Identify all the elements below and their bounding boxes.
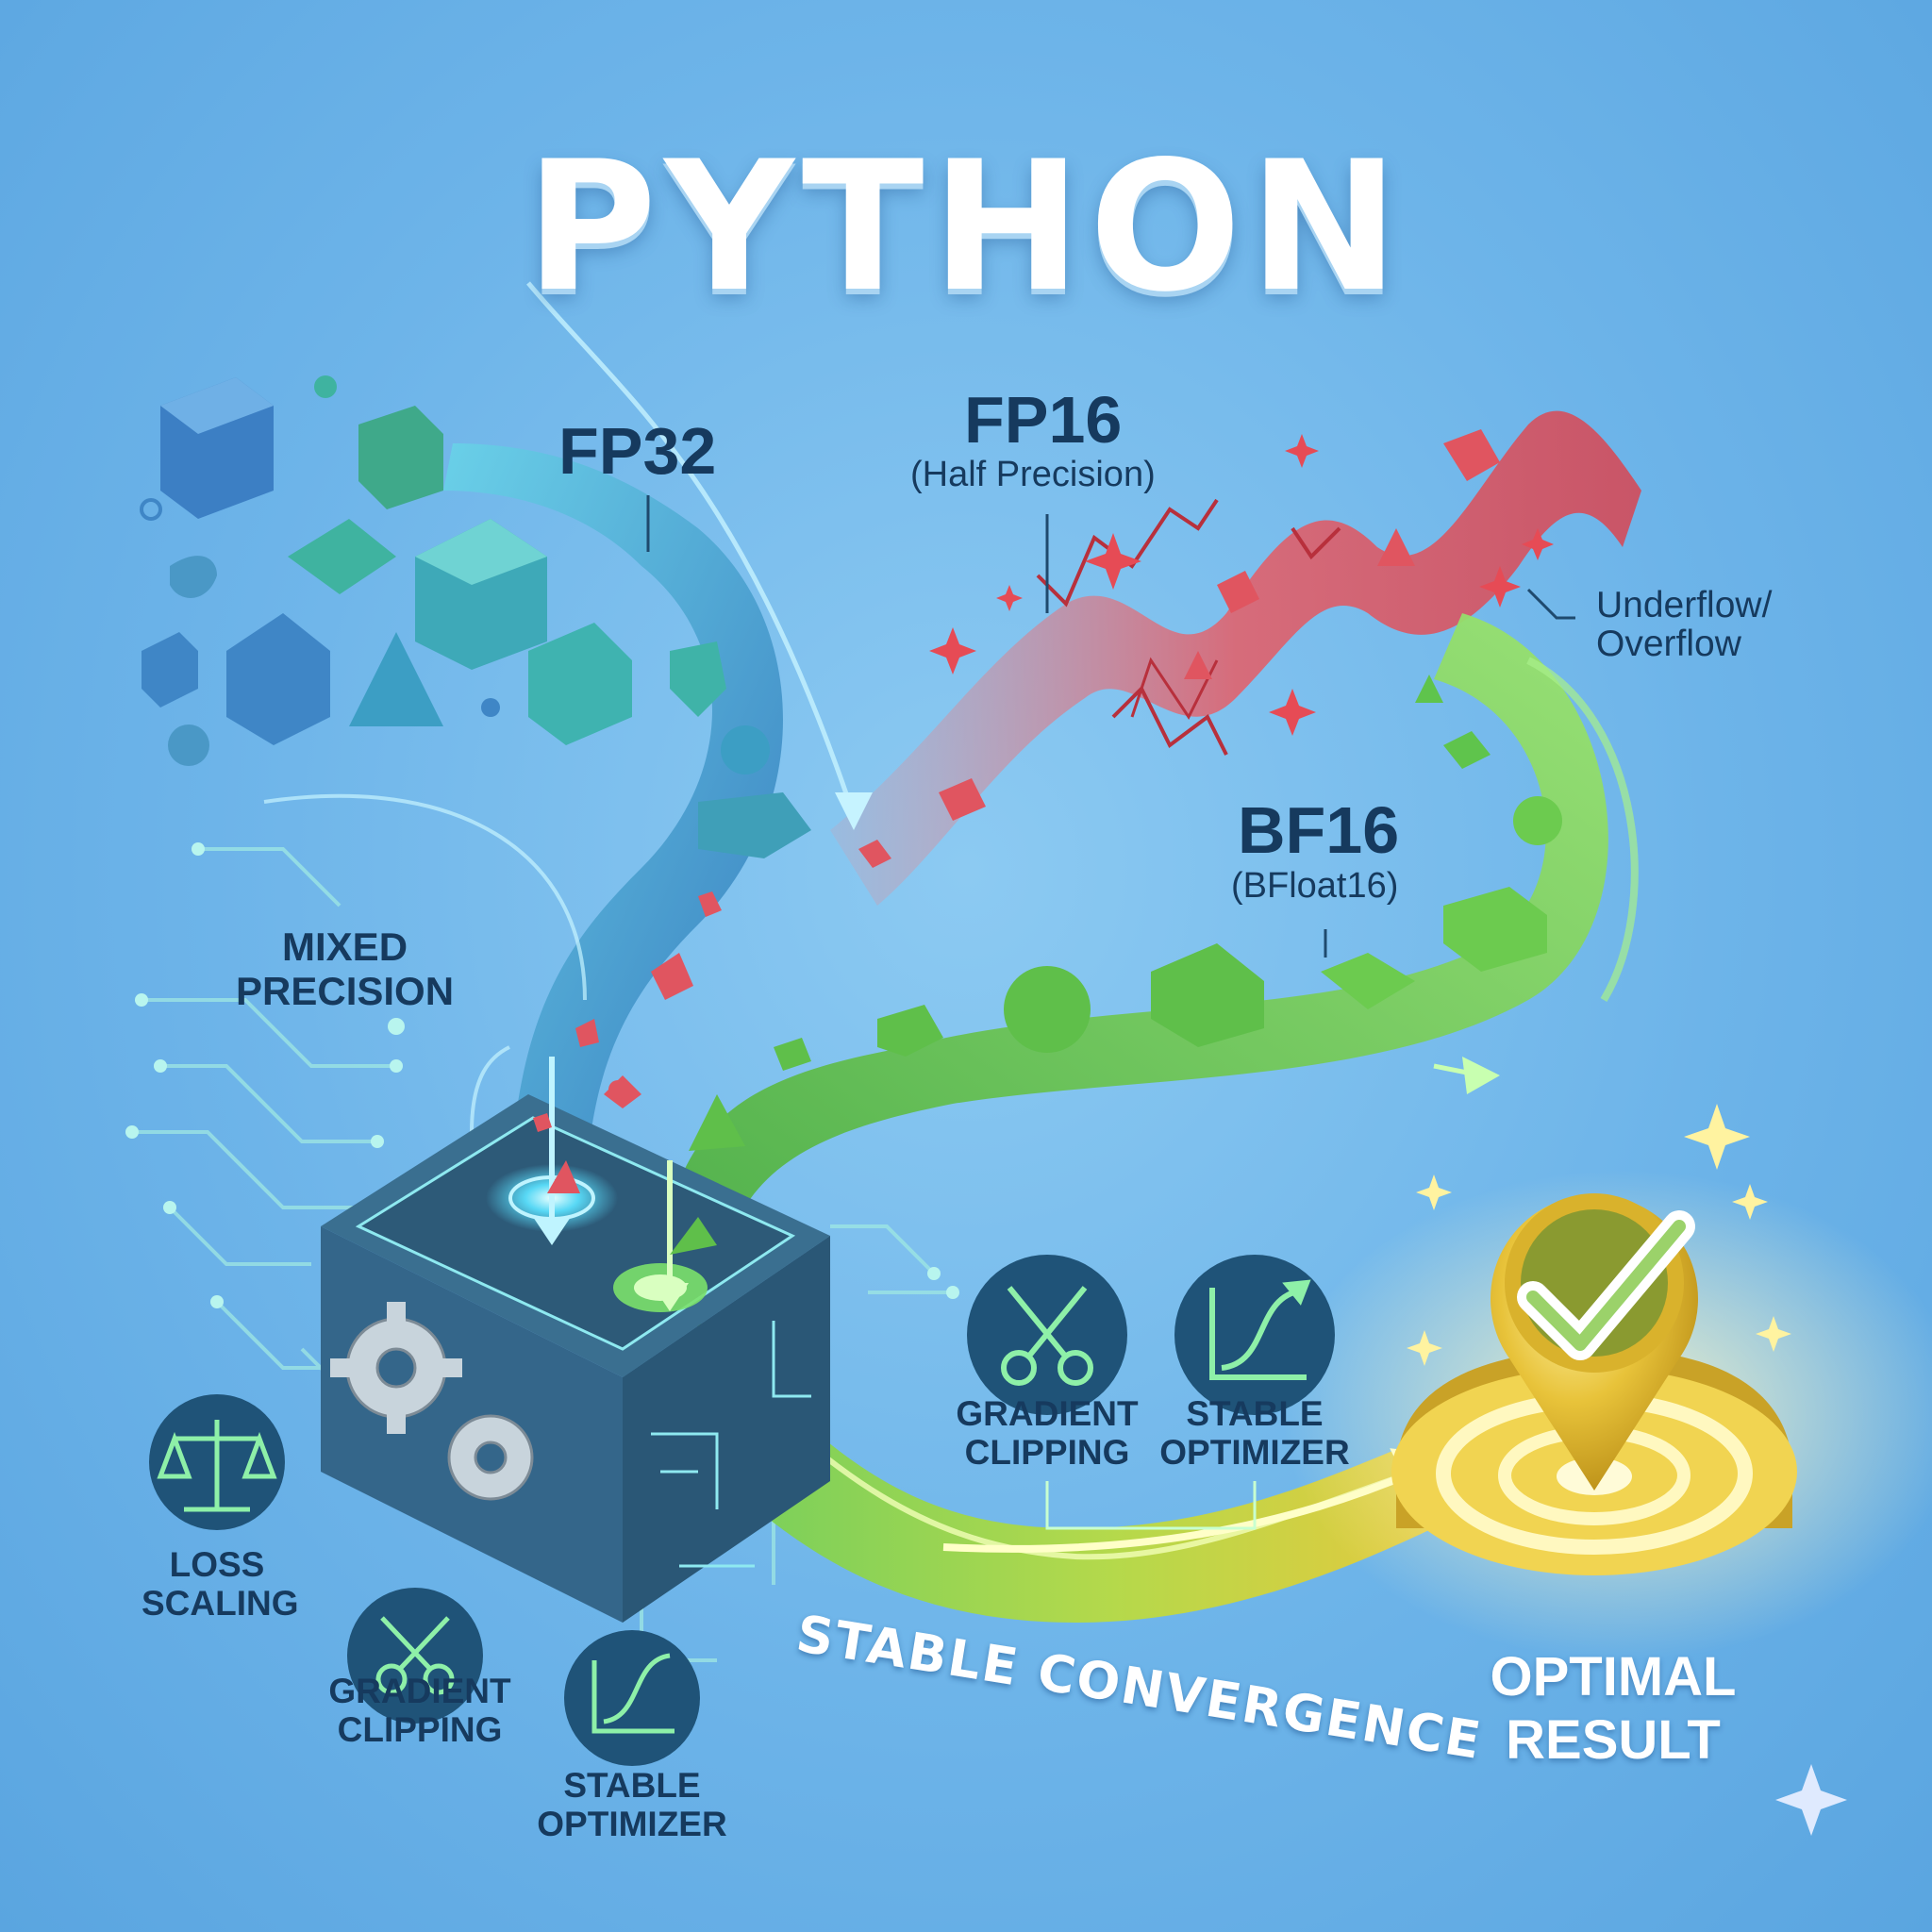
bf16-sublabel: (BFloat16) [1231,866,1399,906]
bf16-label: BF16 [1238,793,1400,867]
red-shapes [533,429,1500,1193]
mixed-precision-label: MIXED PRECISION [236,924,455,1014]
circuit-nodes [125,842,959,1308]
stable-optimizer-label-right: STABLE OPTIMIZER [1159,1394,1350,1473]
page-title: PYTHON [525,123,1407,331]
sparkle-icon [929,434,1554,736]
green-shapes [670,675,1562,1255]
gradient-clipping-label-right: GRADIENT CLIPPING [956,1394,1139,1473]
fp16-sublabel: (Half Precision) [910,455,1156,494]
fp32-label: FP32 [558,414,717,488]
growth-curve-icon [1209,1279,1311,1380]
gear-icon [330,1302,534,1501]
stable-optimizer-icon-circle-right [1174,1255,1335,1415]
scissors-icon [375,1616,455,1695]
gradient-clipping-icon-circle-left [347,1588,483,1724]
flow-arrows [533,792,1500,1311]
checkmark-icon [1517,1210,1695,1360]
bf16-stream [660,613,1639,1302]
growth-curve-icon [591,1653,675,1734]
fp32-stream [263,281,852,1226]
fp16-label: FP16 [964,383,1123,457]
gradient-clipping-icon-circle-right [967,1255,1127,1415]
balance-scale-icon [157,1420,277,1512]
fp16-stream [830,410,1641,906]
optimal-result-target [1283,1170,1932,1660]
scissors-icon [1001,1286,1093,1386]
gold-sparkles [1407,1104,1847,1836]
underflow-overflow-label: Underflow/ Overflow [1596,585,1773,664]
stable-optimizer-icon-circle-left [564,1630,700,1766]
fp32-shapes [140,375,811,858]
gradient-clipping-label-left: GRADIENT CLIPPING [328,1672,511,1750]
loss-scaling-icon-circle [149,1394,285,1530]
loss-scaling-label: LOSS SCALING [142,1545,299,1624]
stable-optimizer-label-left: STABLE OPTIMIZER [537,1766,727,1844]
leader-lines [646,495,1575,1530]
optimal-result-label: OPTIMAL RESULT [1490,1646,1737,1771]
